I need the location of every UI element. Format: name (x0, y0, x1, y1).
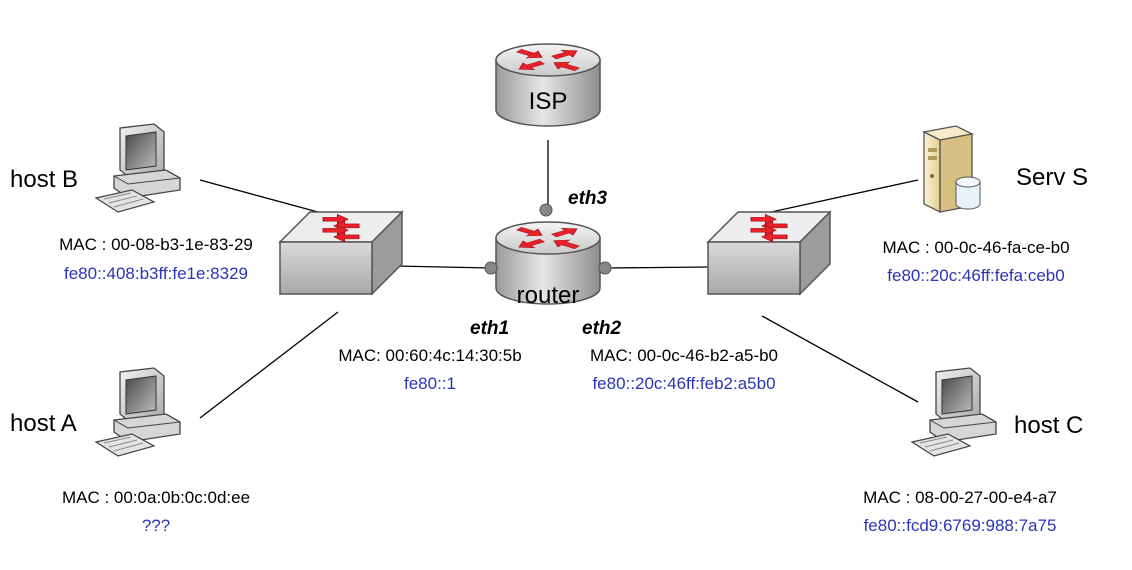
eth1-port (484, 261, 498, 275)
links (199, 140, 919, 419)
eth2-port (598, 261, 612, 275)
host-b-mac: MAC : 00-08-b3-1e-83-29 (59, 235, 253, 254)
host-b-computer-icon (95, 123, 181, 213)
host-b-label: host B (10, 166, 79, 193)
host-c-mac: MAC : 08-00-27-00-e4-a7 (863, 488, 1057, 507)
serv-s-mac: MAC : 00-0c-46-fa-ce-b0 (882, 238, 1070, 257)
host-c-ipv6: fe80::fcd9:6769:988:7a75 (863, 516, 1057, 535)
host-a-computer-icon (95, 367, 181, 457)
isp-label: ISP (528, 88, 568, 115)
link-switch-right-serv-s (761, 179, 919, 215)
serv-s-ipv6: fe80::20c:46ff:fefa:ceb0 (887, 266, 1065, 285)
switch-left-icon (280, 212, 402, 294)
eth1-label: eth1 (470, 318, 510, 339)
serv-s-server-icon (923, 125, 981, 213)
host-a-label: host A (10, 410, 77, 437)
link-router-switch-left (394, 265, 491, 269)
host-a-mac: MAC : 00:0a:0b:0c:0d:ee (61, 488, 251, 507)
link-switch-left-host-a (199, 311, 339, 419)
eth3-port (539, 203, 553, 217)
host-c-computer-icon (911, 367, 997, 457)
eth2-label: eth2 (582, 318, 622, 339)
host-a-ipv6: ??? (141, 516, 171, 535)
router-label: router (516, 282, 580, 309)
eth1-mac: MAC: 00:60:4c:14:30:5b (338, 346, 522, 365)
link-switch-right-host-c (761, 315, 919, 403)
switch-right-icon (708, 212, 830, 294)
link-router-switch-right (605, 266, 709, 269)
eth1-ipv6: fe80::1 (404, 374, 456, 393)
eth2-mac: MAC: 00-0c-46-b2-a5-b0 (589, 346, 779, 365)
host-c-label: host C (1014, 412, 1084, 439)
eth2-ipv6: fe80::20c:46ff:feb2:a5b0 (592, 374, 776, 393)
serv-s-label: Serv S (1016, 164, 1089, 191)
eth3-label: eth3 (568, 188, 608, 209)
host-b-ipv6: fe80::408:b3ff:fe1e:8329 (63, 264, 249, 283)
